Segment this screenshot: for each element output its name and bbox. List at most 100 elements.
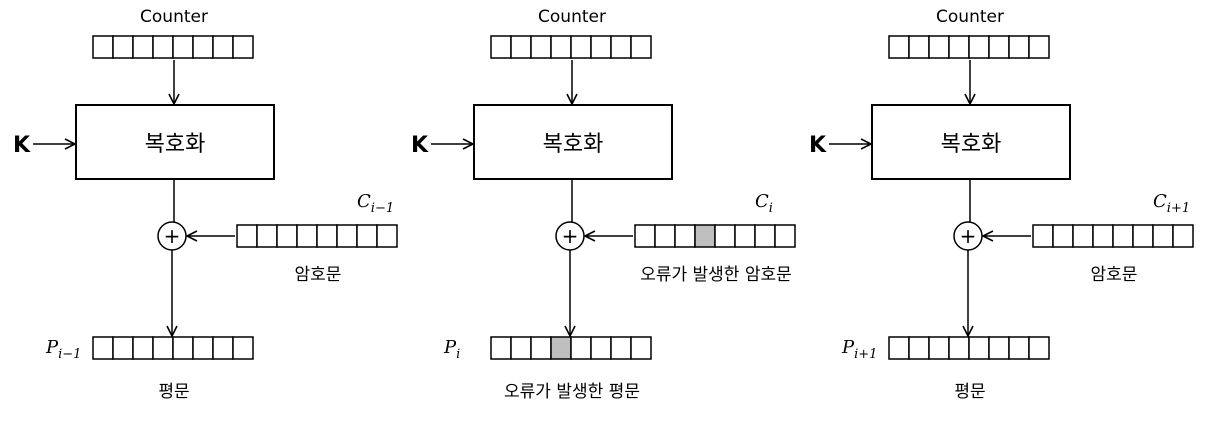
- xor-symbol: +: [164, 224, 181, 248]
- bit-cell: [1172, 224, 1194, 248]
- decryption-block: [75, 104, 275, 180]
- bit-cell: [908, 336, 930, 360]
- bit-cell: [510, 336, 532, 360]
- key-label: K: [13, 133, 31, 158]
- panel-1: Counter 복호화 K + Ci−1 암호문 Pi−1 평문: [13, 7, 398, 402]
- bit-cell: [112, 336, 134, 360]
- bit-cell: [630, 35, 652, 59]
- bit-cell: [634, 224, 656, 248]
- error-bit-cell: [550, 336, 572, 360]
- bit-cell: [888, 35, 910, 59]
- bit-cell: [1052, 224, 1074, 248]
- counter-label: Counter: [936, 7, 1004, 27]
- bit-cell: [490, 35, 512, 59]
- bit-cell: [570, 35, 592, 59]
- counter-register: [888, 35, 1050, 59]
- bit-cell: [908, 35, 930, 59]
- bit-cell: [948, 35, 970, 59]
- bit-cell: [988, 35, 1010, 59]
- bit-cell: [570, 336, 592, 360]
- plaintext-symbol: Pi: [443, 337, 460, 362]
- bit-cell: [1008, 35, 1030, 59]
- counter-label: Counter: [140, 7, 208, 27]
- bit-cell: [734, 224, 756, 248]
- bit-cell: [1008, 336, 1030, 360]
- bit-cell: [112, 35, 134, 59]
- bit-cell: [714, 224, 736, 248]
- ciphertext-caption: 암호문: [295, 265, 342, 285]
- xor-symbol: +: [960, 224, 977, 248]
- bit-cell: [928, 35, 950, 59]
- ciphertext-register: [1032, 224, 1194, 248]
- bit-cell: [336, 224, 358, 248]
- bit-cell: [610, 35, 632, 59]
- bit-cell: [1092, 224, 1114, 248]
- bit-cell: [232, 35, 254, 59]
- ciphertext-caption: 암호문: [1091, 265, 1138, 285]
- counter-label: Counter: [538, 7, 606, 27]
- ciphertext-symbol: Ci−1: [357, 191, 394, 216]
- plaintext-register: [888, 336, 1050, 360]
- bit-cell: [968, 35, 990, 59]
- bit-cell: [968, 336, 990, 360]
- bit-cell: [92, 35, 114, 59]
- bit-cell: [132, 35, 154, 59]
- key-label: K: [411, 133, 429, 158]
- plaintext-caption: 오류가 발생한 평문: [504, 382, 640, 402]
- bit-cell: [1028, 336, 1050, 360]
- plaintext-register: [92, 336, 254, 360]
- bit-cell: [316, 224, 338, 248]
- decryption-label: 복호화: [543, 132, 604, 157]
- decryption-block: [473, 104, 673, 180]
- bit-cell: [1112, 224, 1134, 248]
- counter-register: [490, 35, 652, 59]
- bit-cell: [888, 336, 910, 360]
- bit-cell: [376, 224, 398, 248]
- bit-cell: [212, 336, 234, 360]
- plaintext-symbol: Pi−1: [45, 337, 81, 362]
- ciphertext-symbol: Ci: [755, 191, 773, 216]
- bit-cell: [232, 336, 254, 360]
- bit-cell: [192, 336, 214, 360]
- bit-cell: [654, 224, 676, 248]
- bit-cell: [610, 336, 632, 360]
- bit-cell: [152, 35, 174, 59]
- bit-cell: [132, 336, 154, 360]
- bit-cell: [1032, 224, 1054, 248]
- plaintext-register: [490, 336, 652, 360]
- bit-cell: [630, 336, 652, 360]
- bit-cell: [590, 336, 612, 360]
- bit-cell: [1132, 224, 1154, 248]
- key-label: K: [809, 133, 827, 158]
- xor-symbol: +: [562, 224, 579, 248]
- bit-cell: [988, 336, 1010, 360]
- plaintext-symbol: Pi+1: [841, 337, 877, 362]
- bit-cell: [256, 224, 278, 248]
- plaintext-caption: 평문: [158, 382, 189, 402]
- bit-cell: [296, 224, 318, 248]
- ciphertext-caption: 오류가 발생한 암호문: [640, 265, 792, 285]
- decryption-label: 복호화: [145, 132, 206, 157]
- bit-cell: [192, 35, 214, 59]
- bit-cell: [530, 35, 552, 59]
- bit-cell: [754, 224, 776, 248]
- bit-cell: [774, 224, 796, 248]
- counter-register: [92, 35, 254, 59]
- bit-cell: [152, 336, 174, 360]
- bit-cell: [1072, 224, 1094, 248]
- bit-cell: [212, 35, 234, 59]
- bit-cell: [276, 224, 298, 248]
- ciphertext-register: [634, 224, 796, 248]
- bit-cell: [356, 224, 378, 248]
- bit-cell: [674, 224, 696, 248]
- bit-cell: [928, 336, 950, 360]
- bit-cell: [236, 224, 258, 248]
- bit-cell: [530, 336, 552, 360]
- bit-cell: [590, 35, 612, 59]
- bit-cell: [510, 35, 532, 59]
- bit-cell: [172, 336, 194, 360]
- decryption-label: 복호화: [941, 132, 1002, 157]
- error-bit-cell: [694, 224, 716, 248]
